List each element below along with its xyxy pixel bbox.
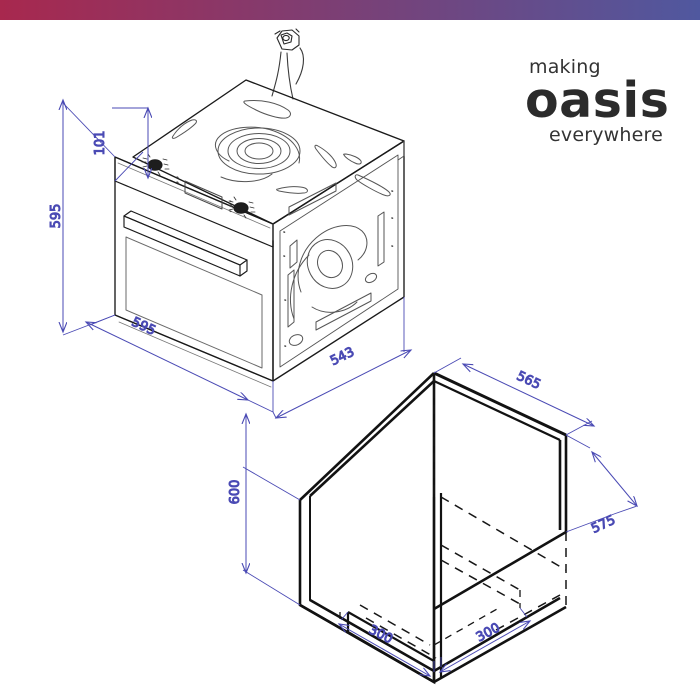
oven-top-vent-slots (171, 100, 391, 197)
dim-label-niche-height: 600 (228, 480, 243, 505)
logo-line-making: making (529, 56, 601, 78)
oven-side-spiral-pattern (290, 225, 368, 320)
dim-label-niche-vent-right: 300 (474, 620, 503, 645)
power-plug-icon (274, 28, 300, 51)
niche-back-left-panel (299, 372, 436, 573)
niche-back-right-panel-inner (433, 380, 561, 441)
control-knob-left[interactable] (147, 159, 163, 171)
display-indicator-dots (176, 176, 232, 213)
dim-niche-vent-right-300 (440, 621, 530, 672)
dim-niche-width-565 (463, 364, 594, 426)
oven-door-window (125, 236, 263, 369)
control-display (184, 180, 223, 210)
dim-oven-panel-101 (112, 108, 148, 178)
brand-logo: making oasis everywhere (525, 56, 685, 148)
dim-label-oven-height: 595 (49, 204, 64, 229)
oven-door-handle[interactable] (123, 210, 248, 277)
niche-corner-post (432, 493, 443, 682)
oven-rear-edge-detail (272, 140, 405, 241)
brand-gradient-band-shape (0, 0, 700, 20)
niche-extension-lines (242, 357, 615, 672)
niche-hidden-lines-secondary (339, 590, 521, 646)
niche-back-right-panel (433, 371, 567, 437)
oven-dimension-group: 595 101 595 543 (49, 100, 411, 418)
dim-niche-vent-left-300 (339, 624, 430, 676)
dim-label-oven-depth: 543 (328, 345, 357, 369)
cabinet-cutout-isometric (298, 371, 568, 685)
niche-left-wall (298, 500, 436, 685)
oven-extension-lines (62, 102, 405, 412)
niche-dimension-group: 565 575 600 300 300 (228, 357, 637, 676)
dim-label-niche-width: 565 (514, 369, 543, 393)
power-cord (271, 47, 305, 100)
niche-right-wall (433, 435, 568, 611)
logo-line-oasis: oasis (525, 71, 670, 129)
oven-top-spiral-pattern (214, 126, 301, 182)
built-in-oven-isometric (114, 28, 405, 388)
dim-label-niche-vent-left: 300 (366, 623, 395, 648)
dim-label-oven-panel-height: 101 (93, 131, 108, 156)
dim-label-niche-depth: 575 (589, 513, 618, 537)
logo-line-everywhere: everywhere (549, 124, 664, 147)
dim-oven-width-595 (86, 322, 274, 413)
dim-oven-depth-543 (272, 350, 411, 418)
niche-hidden-lines (359, 373, 567, 659)
dim-label-oven-width: 595 (129, 315, 158, 339)
control-knob-right[interactable] (233, 202, 249, 214)
oven-side-vent-slots (283, 182, 394, 347)
dim-niche-depth-575 (592, 452, 637, 515)
